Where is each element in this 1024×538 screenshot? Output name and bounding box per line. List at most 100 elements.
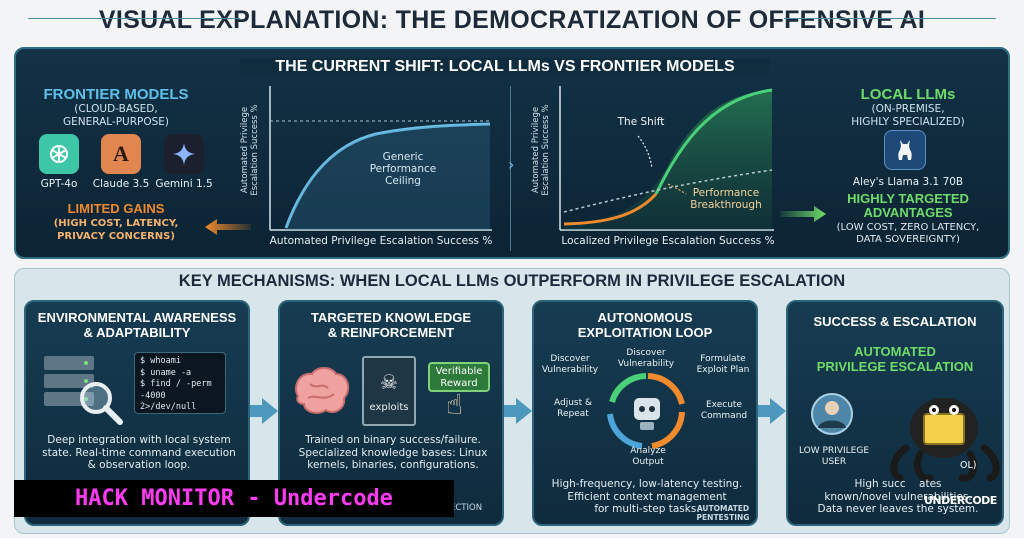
automated-privilege-escalation-title: AUTOMATED PRIVILEGE ESCALATION [788,344,1002,374]
exploits-book: ☠ exploits [362,356,416,426]
undercode-brand-text: UNDERCODE [924,494,997,507]
key-mechanisms-header: KEY MECHANISMS: WHEN LOCAL LLMs OUTPERFO… [178,272,846,290]
pentesting-line-1: AUTOMATED [696,504,750,513]
local-llms-title: LOCAL LLMs [860,86,956,103]
card2-title-line-2: & REINFORCEMENT [327,325,455,340]
flow-arrow-3-stem [758,405,772,417]
frontier-models-title: FRONTIER MODELS [43,86,189,103]
card3-desc-line-1: High-frequency, low-latency testing. [551,478,743,490]
octopus-hacker-mascot-icon [890,398,1000,482]
frontier-subtitle-1: (CLOUD-BASED, [74,103,158,115]
card2-desc-line-3: kernels, binaries, configurations. [307,459,479,471]
loop-node-analyze: Analyze Output [618,446,678,467]
terminal-window: $ whoami $ uname -a $ find / -perm -4000… [134,352,226,414]
advantages-title-line-1: HIGHLY TARGETED [847,191,969,206]
card-success-escalation: SUCCESS & ESCALATION AUTOMATED PRIVILEGE… [786,300,1004,526]
card2-footer: ECTION [450,503,483,513]
loop-node-execute: Execute Command [694,400,754,421]
local-subtitle-1: (ON-PREMISE, [871,103,945,115]
right-chart-baseline [563,169,773,213]
card3-desc-line-3: for multi-step tasks. [594,503,700,515]
model-label-gemini: Gemini 1.5 [155,178,213,190]
card3-title: AUTONOMOUS EXPLOITATION LOOP [534,310,756,340]
right-performance-chart [559,86,774,231]
anthropic-logo-icon: A [101,134,141,174]
card1-desc-line-1: Deep integration with local system [47,434,231,446]
flow-arrow-2-icon [516,398,532,424]
low-priv-line-2: USER [821,457,847,467]
automated-pentesting-tag: AUTOMATED PENTESTING [694,504,752,522]
breakthrough-line-1: Performance [692,187,760,199]
local-model-label: Aley's Llama 3.1 70B [852,176,964,188]
breakthrough-line-2: Breakthrough [690,199,762,211]
flow-arrow-2-stem [504,405,518,417]
right-chart-y-label: Automated Privilege Escalation Success % [531,90,551,210]
reward-line-1: Verifiable [435,366,483,377]
loop-top-line-1: Discover [626,348,666,358]
flow-arrow-3-icon [770,398,786,424]
card4-desc-line-1: High succ ates [796,478,1000,491]
loop-node-discover-top: Discover Vulnerability [614,348,678,369]
loop-exec-line-2: Command [700,410,748,421]
pointing-hand-icon: ☝ [446,388,464,421]
gemini-logo-icon [164,134,204,174]
loop-right-line-1: Formulate [700,354,746,364]
card4-desc-line-2: known/novel vulnerabilities. [824,490,972,503]
llama-logo-icon [884,130,926,170]
card4-sub-line-2: PRIVILEGE ESCALATION [816,359,974,374]
hack-monitor-watermark: HACK MONITOR - Undercode [14,480,454,517]
loop-adjust-line-2: Repeat [557,408,589,419]
card3-title-line-1: AUTONOMOUS [597,310,693,325]
left-y-label-line-2: Escalation Success % [250,104,260,196]
header-rule-left [28,18,240,19]
breakthrough-pointer [667,183,687,195]
limited-gains-sub-2: PRIVACY CONCERNS) [57,231,175,242]
advantages-sub-2: DATA SOVEREIGNTY) [856,234,960,245]
frontier-subtitle-2: GENERAL-PURPOSE) [62,116,170,128]
shift-pointer [637,135,653,169]
exploitation-loop-diagram [607,373,685,449]
loop-left-line-1: Discover [550,354,590,364]
card1-desc-line-2: state. Real-time command execution [42,446,236,459]
reward-line-2: Reward [440,378,478,389]
card1-title-line-2: & ADAPTABILITY [83,325,191,340]
left-chart-x-label: Automated Privilege Escalation Success % [269,235,493,247]
loop-node-discover-left: Discover Vulnerability [540,354,600,375]
limited-gains-sub-1: (HIGH COST, LATENCY, [53,218,179,229]
terminal-line-4: 2>/dev/null [140,402,197,412]
loop-analyze-line-1: Analyze [630,446,666,456]
loop-top-line-2: Vulnerability [617,358,675,369]
left-performance-chart [269,86,492,231]
the-shift-label: The Shift [617,116,665,128]
card1-desc-line-3: & observation loop. [87,459,191,471]
card4-desc-line-3: Data never leaves the system. [817,503,979,515]
card2-desc-line-2: Specialized knowledge bases: Linux [298,446,488,459]
user-avatar-icon [811,393,853,435]
loop-node-adjust: Adjust & Repeat [548,398,598,419]
card2-title-line-1: TARGETED KNOWLEDGE [310,310,472,325]
card3-desc-line-2: Efficient context management [567,490,727,503]
card3-title-line-2: EXPLOITATION LOOP [577,325,713,340]
verifiable-reward-button: Verifiable Reward [428,362,490,392]
low-priv-line-1: LOW PRIVILEGE [798,446,870,456]
left-chart-y-label: Automated Privilege Escalation Success % [240,90,260,210]
chart-divider [510,86,511,251]
left-y-label-line-1: Automated Privilege [240,106,250,194]
advantages-arrow-icon [780,206,826,222]
flow-arrow-1-stem [250,405,264,417]
highly-targeted-advantages-title: HIGHLY TARGETED ADVANTAGES [818,192,998,220]
card4-sub-line-1: AUTOMATED [854,344,936,359]
generic-ceiling-annotation: Generic Performance Ceiling [358,151,448,187]
pentesting-line-2: PENTESTING [696,513,750,522]
right-y-label-line-2: Escalation Success % [541,104,551,196]
low-privilege-user-label: LOW PRIVILEGE USER [788,446,880,468]
model-label-claude: Claude 3.5 [92,178,150,190]
right-chart-curve-green [654,88,773,195]
card2-title: TARGETED KNOWLEDGE & REINFORCEMENT [280,310,502,340]
current-shift-header: THE CURRENT SHIFT: LOCAL LLMs VS FRONTIE… [240,58,770,76]
card4-desc-line-1b: ates [919,478,942,490]
performance-breakthrough-label: Performance Breakthrough [678,187,774,211]
loop-right-line-2: Exploit Plan [696,364,750,375]
header-rule-right [784,18,996,19]
advantages-title-line-2: ADVANTAGES [863,205,953,220]
